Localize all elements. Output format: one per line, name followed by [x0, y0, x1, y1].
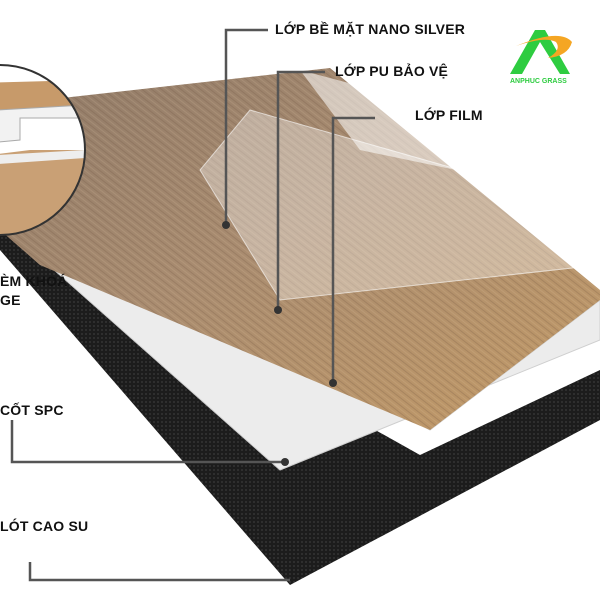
film-dot: [329, 379, 337, 387]
label-film: LỚP FILM: [415, 107, 483, 123]
nano-silver-layer: [300, 70, 600, 200]
label-rubber: LÓT CAO SU: [0, 518, 89, 534]
nano-dot: [222, 221, 230, 229]
label-spc: CỐT SPC: [0, 402, 64, 418]
spc-dot: [281, 458, 289, 466]
leader-lines: [10, 28, 375, 582]
anphuc-logo: [510, 30, 572, 74]
label-lock-line2: GE: [0, 292, 21, 308]
pu-dot: [274, 306, 282, 314]
label-nano-silver: LỚP BỀ MẶT NANO SILVER: [275, 21, 466, 37]
pu-layer: [199, 109, 600, 301]
label-lock-line1: ÈM KHOÁ: [0, 273, 68, 289]
label-pu: LỚP PU BẢO VỆ: [335, 63, 449, 79]
logo-text: ANPHUC GRASS: [510, 78, 567, 85]
